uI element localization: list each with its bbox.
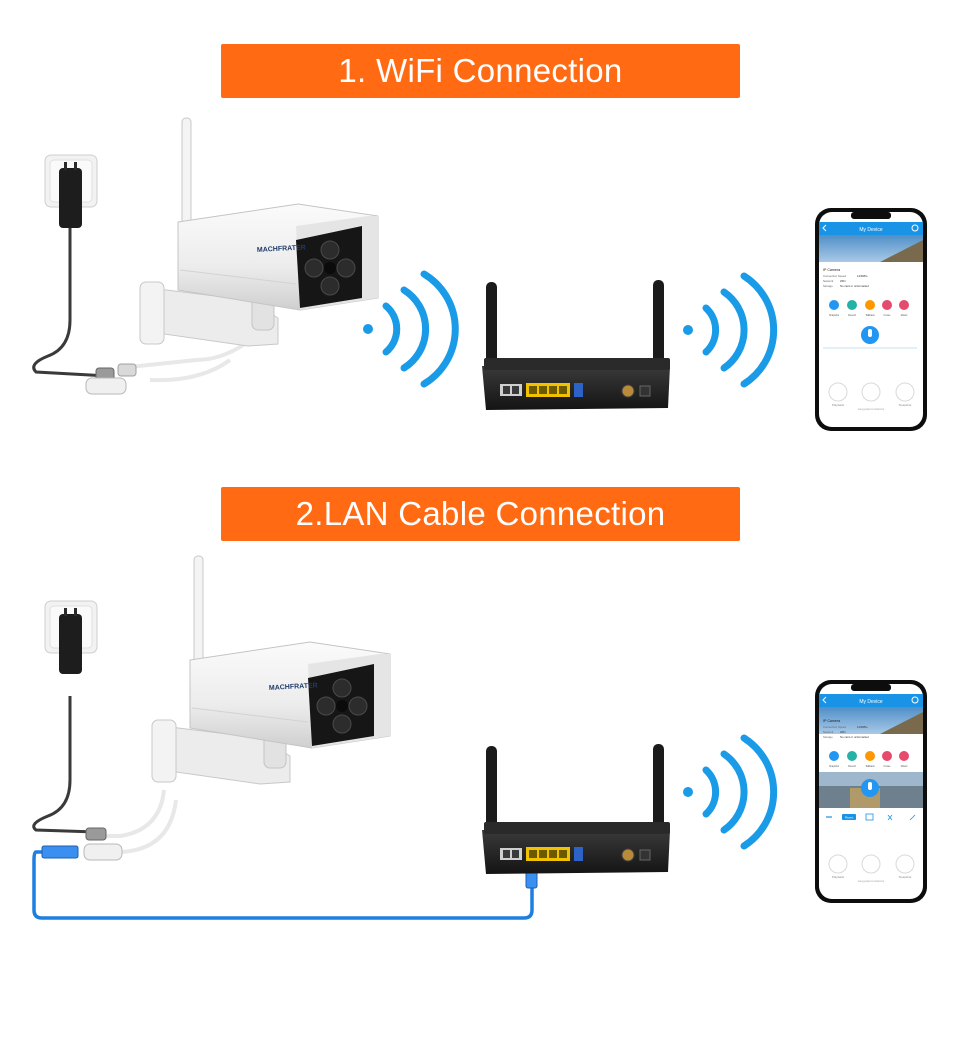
lan-cable (32, 850, 534, 920)
quality-badge: Fluent (845, 816, 854, 820)
info-label: Network (823, 730, 834, 734)
shortcut-label: Talkback (865, 314, 875, 317)
camera-icon (151, 555, 391, 785)
phone-header-title: My Device (859, 227, 883, 233)
model-shortcut-icon[interactable] (899, 300, 909, 310)
snapshot-button[interactable] (895, 382, 915, 402)
talkback-shortcut-icon[interactable] (865, 300, 875, 310)
expand-icon[interactable] (909, 814, 916, 821)
intercom-hint: Long press to intercom (858, 879, 884, 883)
info-label: Storage (823, 284, 833, 288)
model-shortcut-icon[interactable] (899, 751, 909, 761)
phone-header-title: My Device (859, 699, 883, 705)
shortcut-label: Record (848, 314, 856, 317)
info-value: 143KB/s (857, 274, 868, 278)
dc-connector (83, 843, 123, 861)
info-value: No card or unformatted (840, 284, 869, 288)
playback-button[interactable] (828, 854, 848, 874)
wall-socket-icon (44, 600, 98, 675)
info-label: Connection Speed (823, 725, 846, 729)
intercom-button[interactable] (861, 854, 881, 874)
shortcut-label: Talkback (865, 765, 875, 768)
camera-pigtail (104, 789, 166, 838)
info-value: 143KB/s (857, 725, 868, 729)
ptz-icon[interactable] (887, 814, 893, 821)
wall-socket-icon (44, 154, 98, 229)
info-label: Connection Speed (823, 274, 846, 278)
shortcut-label: Model (901, 314, 908, 317)
shortcut-label: Snapshot (829, 765, 839, 768)
cruise-shortcut-icon[interactable] (882, 300, 892, 310)
shortcut-label: Record (848, 765, 856, 768)
shortcut-label: Cruise (884, 314, 892, 317)
wifi-signal-icon-right (683, 272, 778, 388)
snapshot-shortcut-icon[interactable] (829, 300, 839, 310)
cruise-shortcut-icon[interactable] (882, 751, 892, 761)
shortcut-label: Model (901, 765, 908, 768)
info-label: Storage (823, 735, 833, 739)
power-cable (32, 228, 109, 378)
wifi-connection-banner: 1. WiFi Connection (221, 44, 740, 98)
info-label: Network (823, 279, 834, 283)
intercom-button[interactable] (861, 382, 881, 402)
bottom-label: Snapshot (899, 875, 912, 879)
phone-device-name: IP Camera (823, 268, 840, 272)
wifi-signal-icon-left (363, 270, 459, 388)
playback-button[interactable] (828, 382, 848, 402)
info-value: No card or unformatted (840, 735, 869, 739)
phone-mockup: My Device IP Camera Connection Speed 143… (814, 207, 928, 432)
intercom-hint: Long press to intercom (858, 407, 884, 411)
fullscreen-icon[interactable] (865, 813, 874, 821)
rj45-plug-icon (41, 845, 79, 859)
shortcut-label: Snapshot (829, 314, 839, 317)
camera-icon (139, 117, 379, 347)
info-value: WiFi (840, 730, 846, 734)
record-shortcut-icon[interactable] (847, 300, 857, 310)
router-icon (481, 279, 671, 411)
wifi-signal-icon-right (683, 734, 778, 850)
record-shortcut-icon[interactable] (847, 751, 857, 761)
snapshot-shortcut-icon[interactable] (829, 751, 839, 761)
shortcut-label: Cruise (884, 765, 892, 768)
bottom-label: Playback (832, 403, 845, 407)
lan-section: MACHFRATER My Device IP Camera Connectio… (32, 555, 928, 920)
wifi-section: MACHFRATER My Device IP Camera Connectio… (32, 117, 928, 432)
quality-toggle[interactable] (842, 814, 856, 820)
talkback-shortcut-icon[interactable] (865, 751, 875, 761)
snapshot-button[interactable] (895, 854, 915, 874)
camera-brand: MACHFRATER (269, 682, 318, 692)
router-icon (481, 743, 671, 875)
bottom-label: Playback (832, 875, 845, 879)
lan-connection-title: 2.LAN Cable Connection (295, 495, 666, 532)
phone-mockup: My Device IP Camera Connection Speed 143… (814, 679, 928, 904)
power-cable (32, 696, 97, 834)
bottom-label: Snapshot (899, 403, 912, 407)
info-value: WiFi (840, 279, 846, 283)
wifi-connection-title: 1. WiFi Connection (338, 52, 623, 89)
lan-connection-banner: 2.LAN Cable Connection (221, 487, 740, 541)
phone-device-name: IP Camera (823, 719, 840, 723)
camera-brand: MACHFRATER (257, 244, 306, 254)
